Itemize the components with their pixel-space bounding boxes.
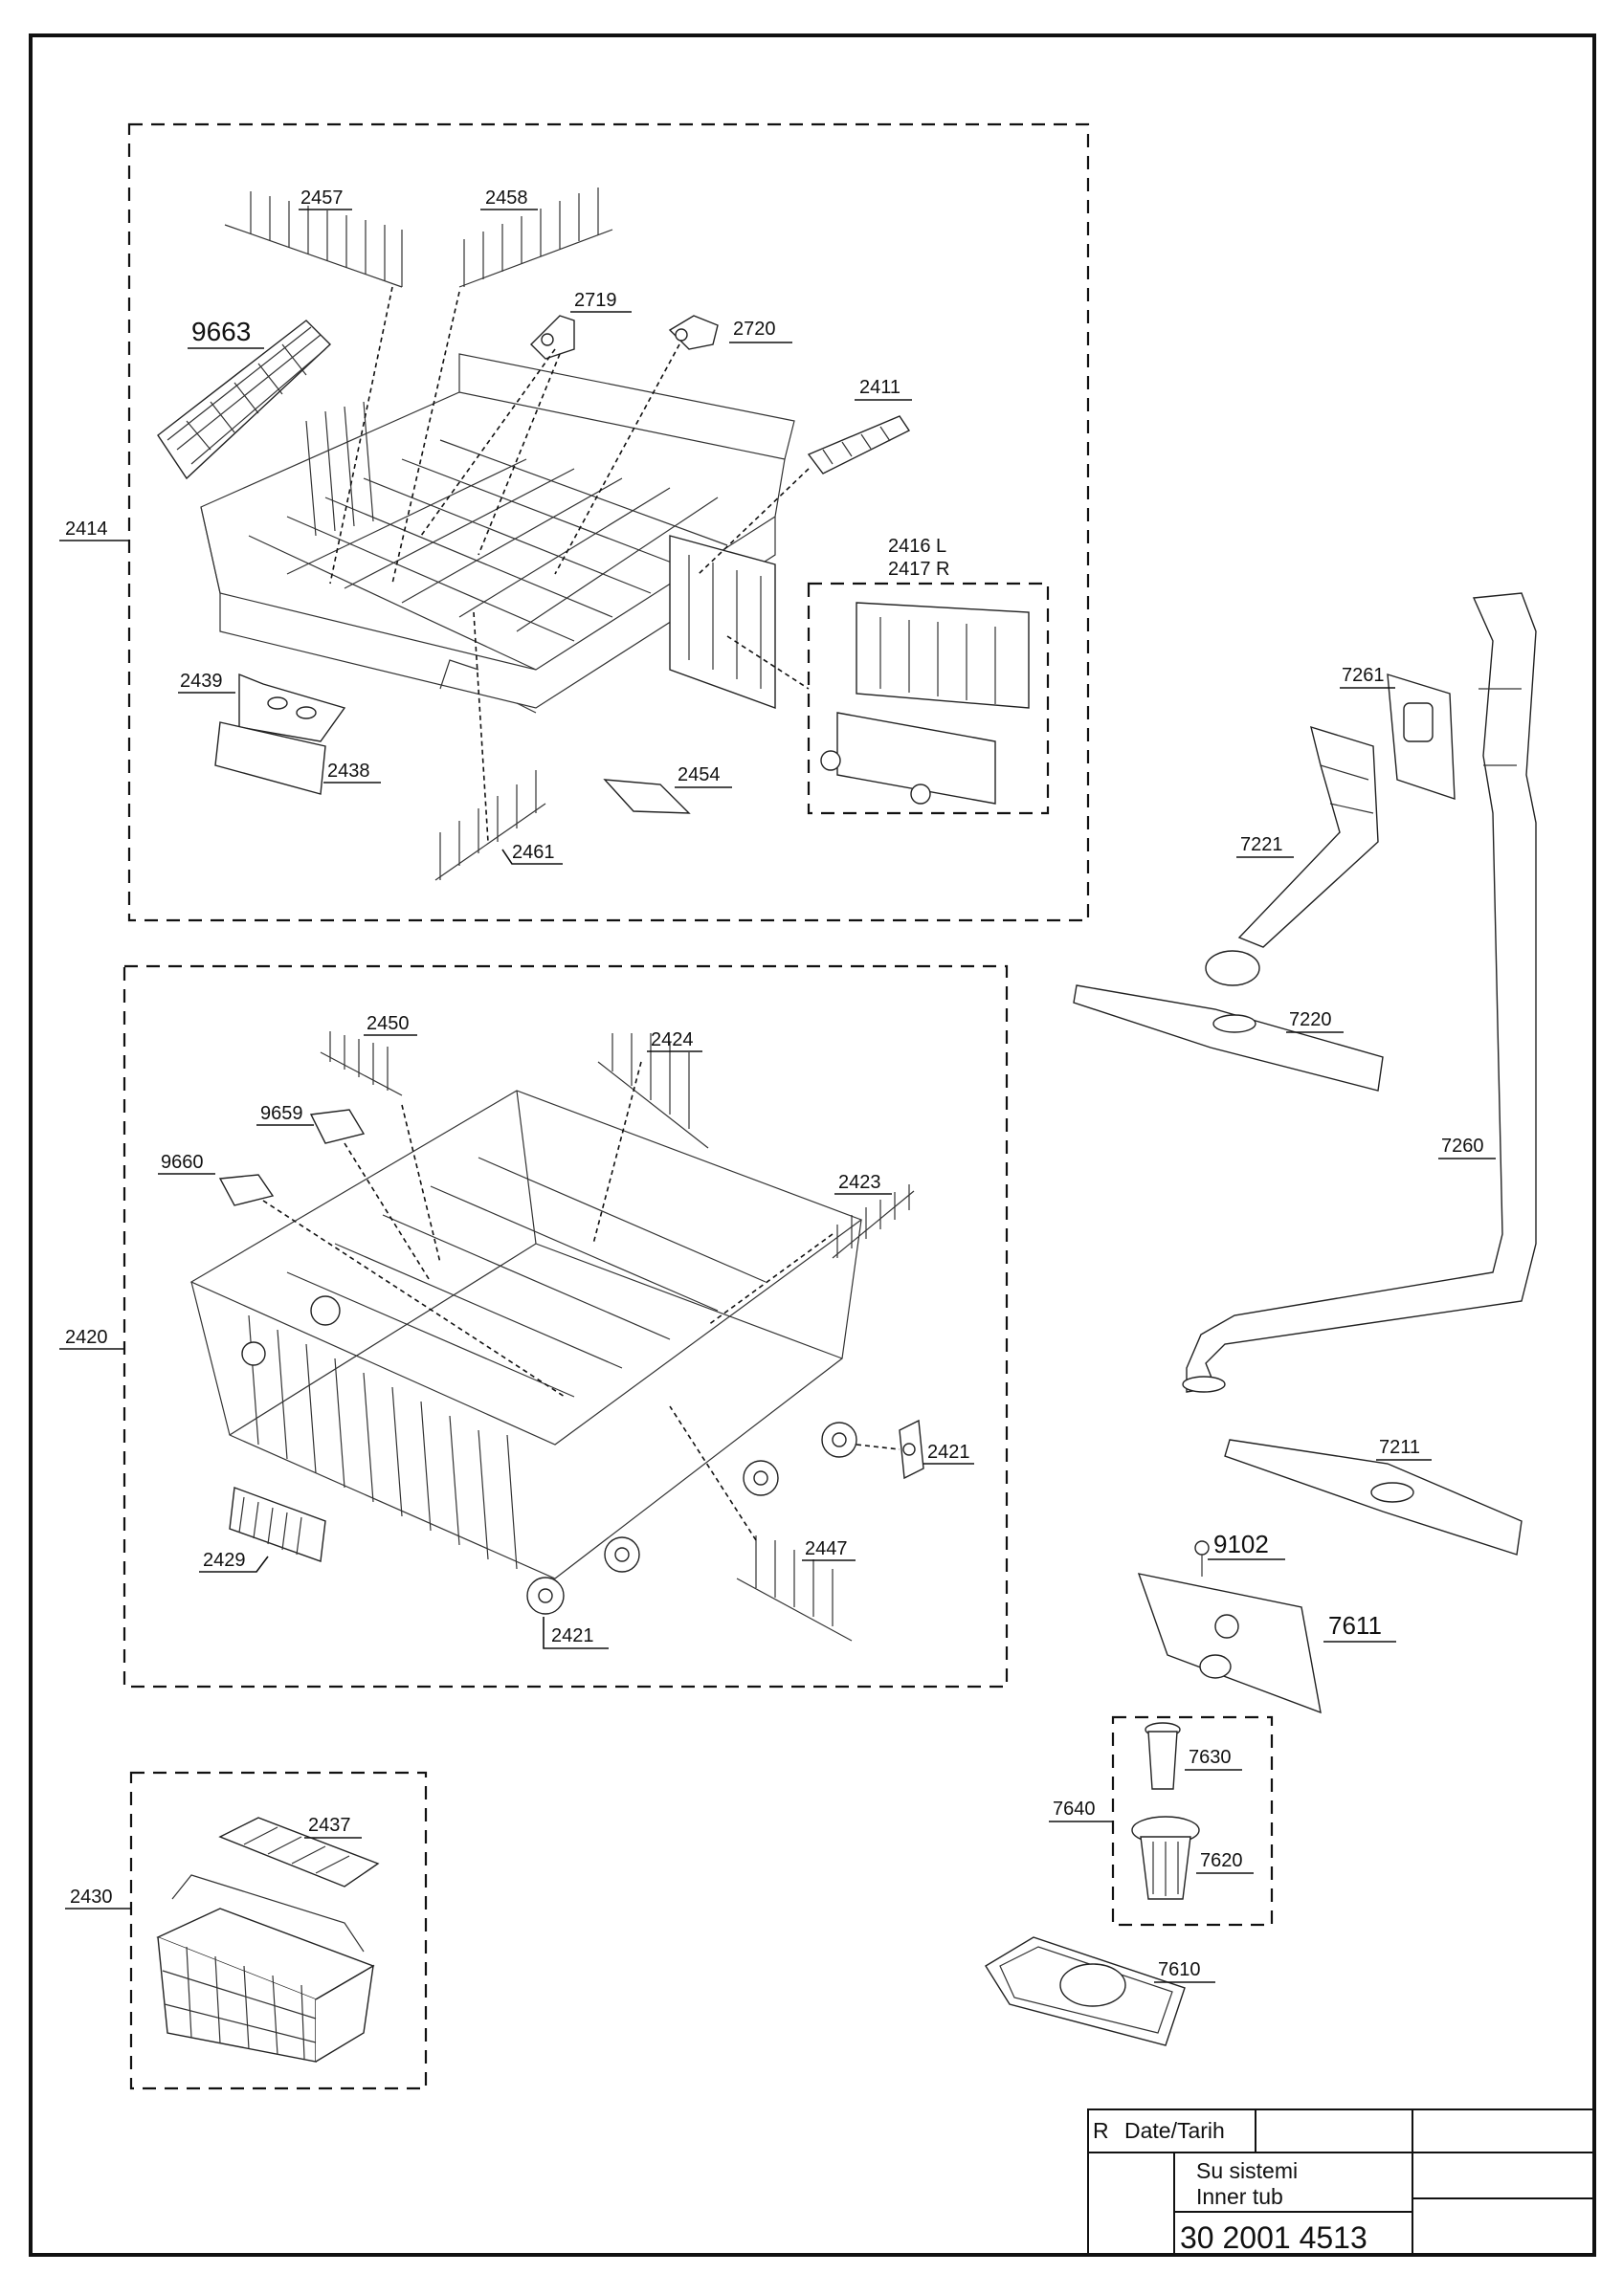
part-9102-screw bbox=[1194, 1540, 1210, 1577]
label-7261: 7261 bbox=[1342, 665, 1385, 686]
label-7630: 7630 bbox=[1189, 1747, 1232, 1768]
label-2461: 2461 bbox=[512, 842, 555, 863]
label-7260: 7260 bbox=[1441, 1136, 1484, 1157]
group-box-upper-basket bbox=[127, 122, 1090, 922]
part-7260-water-pipe bbox=[1182, 592, 1537, 1393]
part-2423-tine-rack bbox=[832, 1184, 915, 1259]
label-7640: 7640 bbox=[1053, 1799, 1096, 1820]
label-2438: 2438 bbox=[327, 761, 370, 782]
label-2719: 2719 bbox=[574, 290, 617, 311]
label-7211: 7211 bbox=[1379, 1437, 1420, 1458]
drawing-frame bbox=[29, 33, 1596, 2257]
part-9659-clip bbox=[309, 1109, 366, 1144]
label-7610: 7610 bbox=[1158, 1959, 1201, 1980]
label-2457: 2457 bbox=[300, 188, 344, 209]
part-9660-clip bbox=[218, 1174, 275, 1206]
label-2423: 2423 bbox=[838, 1172, 881, 1193]
part-7620-coarse-filter bbox=[1131, 1816, 1200, 1900]
upper-basket-drawing bbox=[200, 353, 795, 714]
part-7261-connector bbox=[1387, 673, 1456, 800]
part-7221-spray-feed bbox=[1205, 725, 1379, 986]
label-2424: 2424 bbox=[651, 1029, 694, 1050]
group-box-cutlery-basket bbox=[129, 1771, 428, 2090]
title-block bbox=[1087, 2108, 1595, 2256]
label-2450: 2450 bbox=[367, 1013, 410, 1034]
part-7611-sump-cover bbox=[1137, 1573, 1322, 1714]
label-2429: 2429 bbox=[203, 1550, 246, 1571]
title-date-label: Date/Tarih bbox=[1124, 2118, 1225, 2143]
lower-basket-drawing bbox=[189, 1090, 863, 1579]
part-2429-filter-panel bbox=[229, 1487, 326, 1562]
part-2438-cover bbox=[214, 721, 326, 795]
label-2439: 2439 bbox=[180, 671, 223, 692]
label-2458: 2458 bbox=[485, 188, 528, 209]
title-name-tr: Su sistemi bbox=[1196, 2158, 1298, 2183]
label-2421-right: 2421 bbox=[927, 1442, 970, 1463]
label-9663: 9663 bbox=[191, 317, 251, 346]
label-2417: 2417 R bbox=[888, 559, 950, 580]
drawing-number: 30 2001 4513 bbox=[1180, 2220, 1367, 2255]
part-2461-tine-rack bbox=[434, 770, 546, 881]
part-2458-tine-rack bbox=[458, 188, 613, 288]
part-7211-lower-spray-arm bbox=[1224, 1439, 1523, 1556]
label-2416: 2416 L bbox=[888, 536, 946, 557]
label-2437: 2437 bbox=[308, 1815, 351, 1836]
label-2411: 2411 bbox=[859, 377, 900, 398]
part-7630-fine-filter bbox=[1145, 1722, 1181, 1790]
label-2720: 2720 bbox=[733, 319, 776, 340]
label-9102: 9102 bbox=[1213, 1530, 1269, 1558]
label-9660: 9660 bbox=[161, 1152, 204, 1173]
group-box-lower-basket bbox=[122, 964, 1009, 1689]
label-7221: 7221 bbox=[1240, 834, 1283, 855]
part-2411-shelf bbox=[807, 415, 911, 475]
part-2719-clip bbox=[530, 315, 575, 360]
label-2421-bottom: 2421 bbox=[551, 1625, 594, 1646]
part-7610-micro-filter-plate bbox=[985, 1936, 1186, 2046]
part-2421-wheel-bracket bbox=[899, 1419, 924, 1480]
part-2720-clip bbox=[668, 315, 719, 350]
label-7220: 7220 bbox=[1289, 1009, 1332, 1030]
part-2457-tine-rack bbox=[224, 191, 403, 288]
label-7611: 7611 bbox=[1328, 1611, 1382, 1640]
part-2439-insert bbox=[238, 673, 346, 742]
part-2416-2417-side-bracket bbox=[820, 602, 1030, 805]
title-rev-label: R bbox=[1093, 2118, 1109, 2143]
label-9659: 9659 bbox=[260, 1103, 303, 1124]
group-box-side-bracket bbox=[807, 582, 1050, 815]
label-2430: 2430 bbox=[70, 1887, 113, 1908]
part-2424-tine-rack bbox=[597, 1033, 709, 1149]
label-7620: 7620 bbox=[1200, 1850, 1243, 1871]
part-9663-tray bbox=[157, 320, 332, 480]
part-2450-tine-rack bbox=[320, 1031, 403, 1096]
part-2454-handle bbox=[603, 779, 691, 814]
part-2421-wheels bbox=[526, 1422, 857, 1615]
label-2420: 2420 bbox=[65, 1327, 108, 1348]
label-2414: 2414 bbox=[65, 519, 108, 540]
label-2454: 2454 bbox=[678, 764, 721, 785]
label-2447: 2447 bbox=[805, 1538, 848, 1559]
part-2430-cutlery-basket bbox=[156, 1874, 375, 2063]
part-2447-tine-rack bbox=[736, 1535, 853, 1642]
part-7220-upper-spray-arm bbox=[1073, 984, 1384, 1092]
part-2437-lid bbox=[218, 1817, 380, 1888]
title-name-en: Inner tub bbox=[1196, 2184, 1283, 2209]
